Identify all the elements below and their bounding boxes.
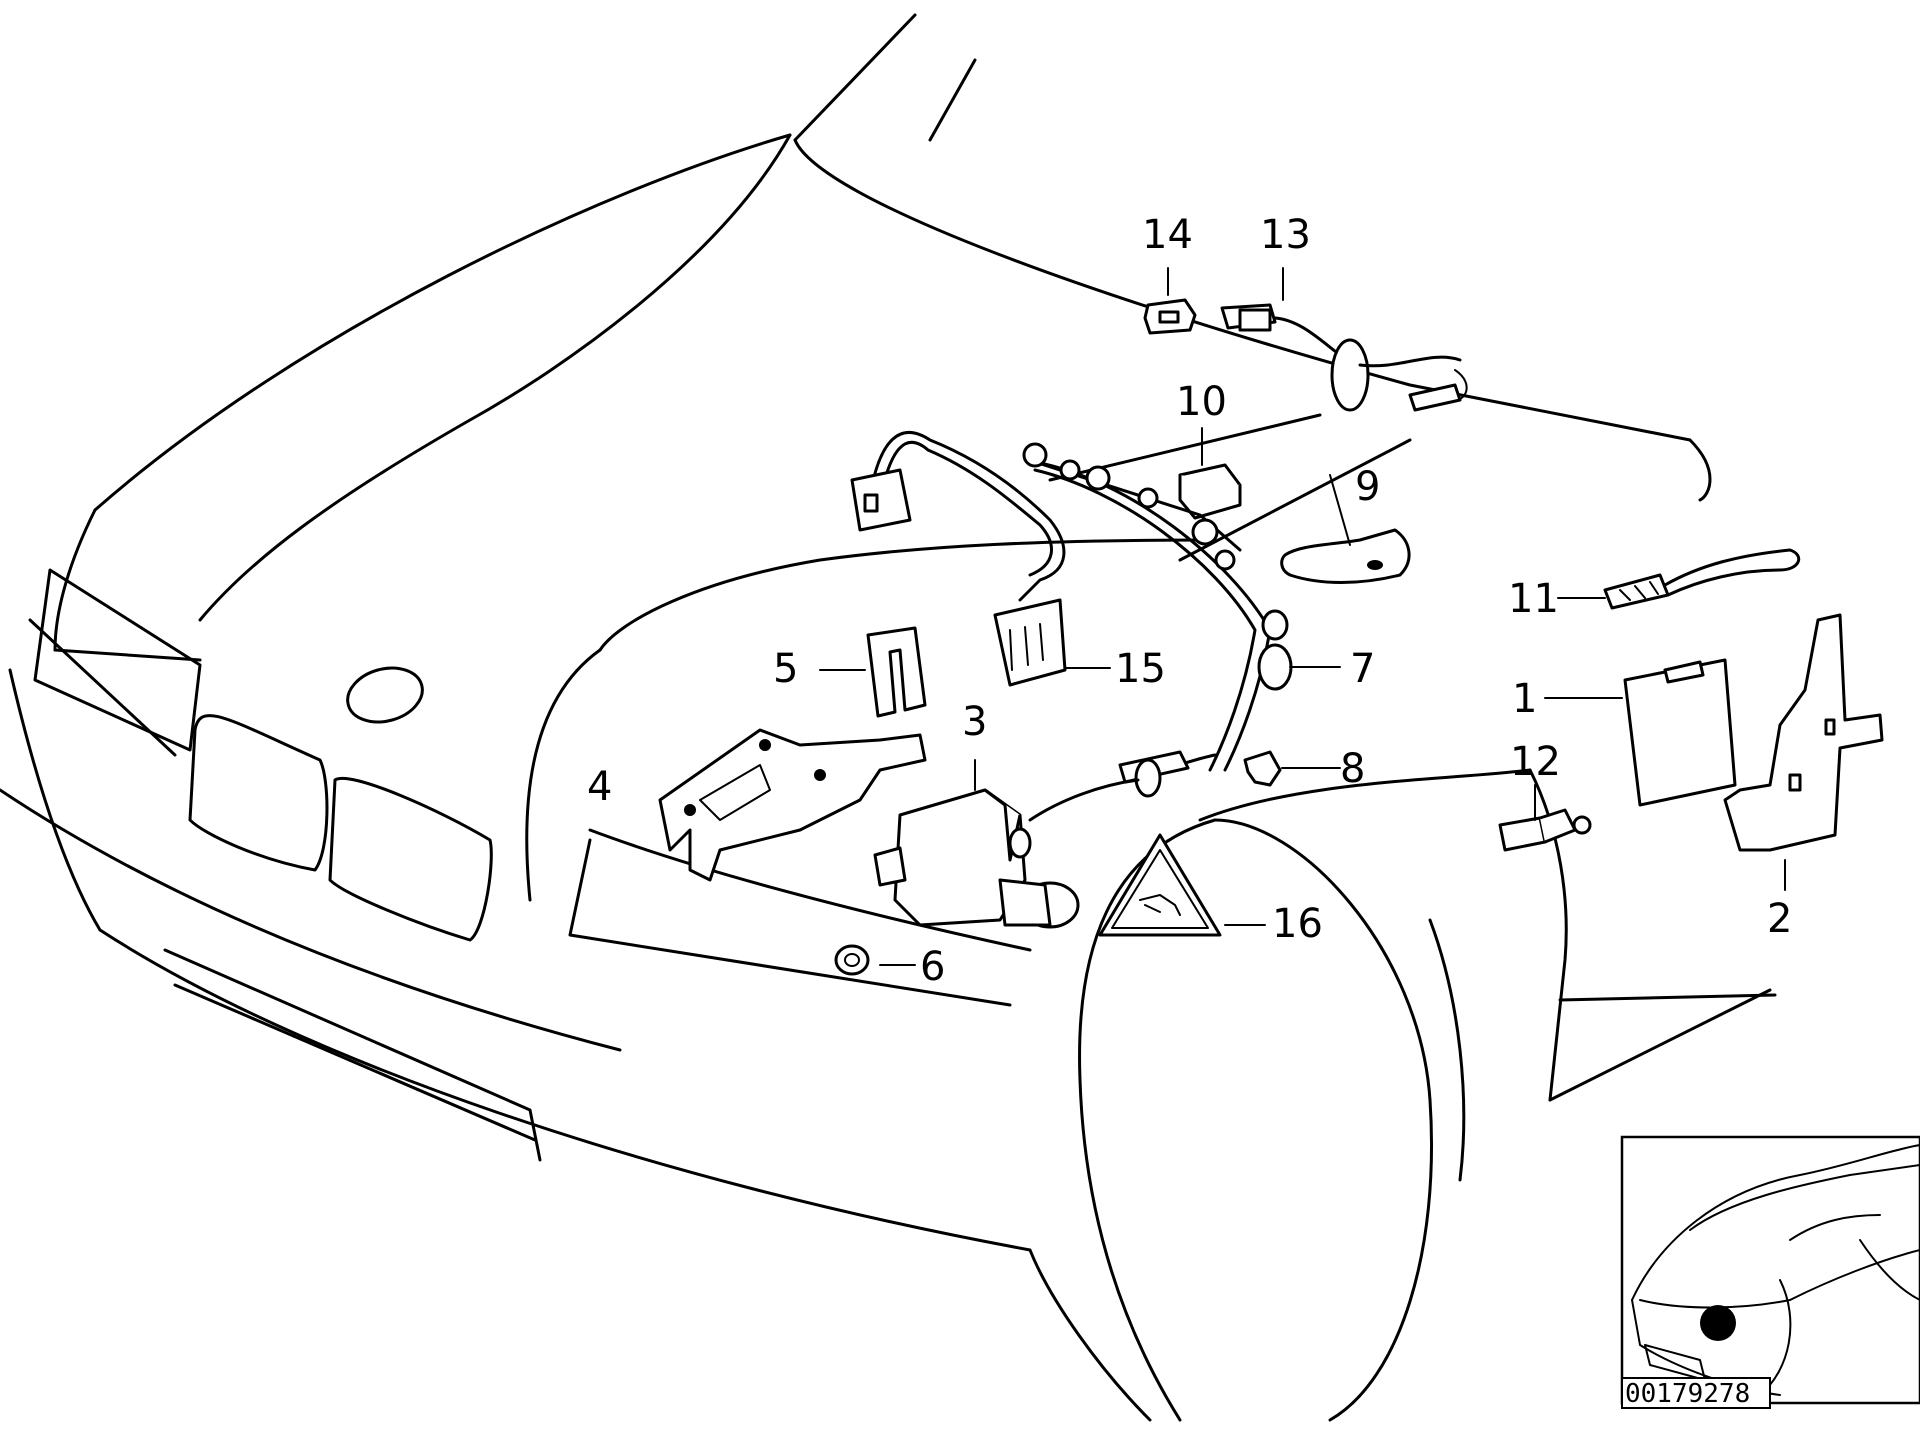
part-2-mounting-plate [1723,613,1884,852]
callout-16: 16 [1272,901,1323,947]
location-marker [1700,1305,1736,1341]
part-7-cable [1028,460,1293,822]
part-6-nut [834,944,870,976]
callout-14: 14 [1142,212,1193,258]
locator-inset [1620,1135,1920,1405]
callout-12: 12 [1510,739,1561,785]
part-10-relay [1178,463,1242,520]
part-12-switch [1498,808,1592,852]
part-4-bracket [658,728,927,882]
callout-10: 10 [1176,379,1227,425]
leader-lines [819,267,1786,966]
part-16-warning-label [1098,833,1222,937]
callout-5: 5 [773,646,798,692]
callout-7: 7 [1350,646,1375,692]
callout-11: 11 [1508,576,1559,622]
callout-13: 13 [1260,212,1311,258]
part-8-clip [1243,750,1282,787]
part-1-control-module [1623,658,1737,807]
callouts: 1 2 3 4 5 6 7 8 9 10 11 12 13 14 15 16 [587,212,1792,990]
part-5-clip [866,626,927,718]
part-3-actuator [873,788,1080,929]
part-11-connector [1603,548,1801,610]
callout-8: 8 [1340,746,1365,792]
part-9-bracket [1280,528,1411,584]
part-15-harness [850,430,1067,687]
drawing-number: 00179278 [1625,1379,1750,1409]
callout-6: 6 [920,944,945,990]
part-14-connector [1143,298,1197,335]
callout-3: 3 [962,699,987,745]
callout-1: 1 [1512,676,1537,722]
car-body-outline [0,13,1777,1422]
callout-9: 9 [1355,464,1380,510]
cable-upper-run [1022,442,1242,571]
drawing-number-box: 00179278 [1621,1377,1771,1409]
callout-2: 2 [1767,896,1792,942]
callout-15: 15 [1115,646,1166,692]
callout-4: 4 [587,764,612,810]
part-13-harness [1220,303,1468,412]
